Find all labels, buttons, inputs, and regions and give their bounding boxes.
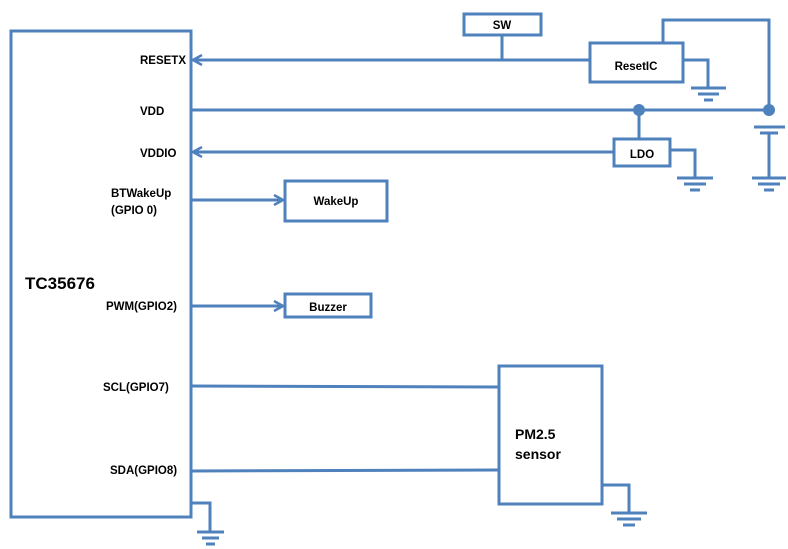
buzzer-label: Buzzer	[309, 302, 347, 314]
pin-label-sda: SDA(GPIO8)	[110, 465, 177, 477]
pm25-sensor-label-line1: PM2.5	[515, 426, 556, 442]
reset-ic-box	[588, 41, 685, 84]
reset-ic-block: ResetIC	[588, 41, 685, 84]
buzzer-box	[283, 292, 373, 319]
reset-ic-supply-wire	[661, 18, 771, 110]
ground-icon	[691, 86, 726, 102]
battery-icon	[754, 125, 785, 178]
wakeup-block: WakeUp	[283, 179, 389, 223]
pm25-sensor-block: PM2.5 sensor	[497, 364, 604, 506]
pin-label-pwm: PWM(GPIO2)	[106, 301, 177, 313]
pin-label-vdd: VDD	[140, 106, 164, 118]
ground-icon	[611, 511, 647, 527]
main-chip: TC35676	[9, 29, 193, 519]
main-chip-name: TC35676	[25, 274, 95, 293]
sw-box	[462, 12, 543, 37]
ground-icon	[752, 176, 786, 192]
ldo-block: LDO	[612, 137, 672, 168]
junction-dot	[763, 104, 775, 116]
pin-label-resetx: RESETX	[140, 55, 186, 67]
pin-label-btwakeup: BTWakeUp	[111, 188, 171, 200]
pm25-sensor-label-line2: sensor	[515, 446, 561, 462]
main-chip-outline	[9, 29, 193, 519]
buzzer-block: Buzzer	[283, 292, 373, 319]
sw-label: SW	[493, 20, 512, 32]
reset-ic-label: ResetIC	[615, 61, 658, 73]
chip-ground-wire	[191, 501, 212, 532]
ground-icon	[677, 176, 713, 192]
pm25-sensor-box	[497, 364, 604, 506]
ldo-label: LDO	[630, 149, 654, 161]
wakeup-label: WakeUp	[314, 196, 359, 208]
pin-label-scl: SCL(GPIO7)	[103, 382, 169, 394]
ldo-box	[612, 137, 672, 168]
sda-wire	[190, 468, 500, 473]
pin-label-gpio0: (GPIO 0)	[111, 205, 157, 217]
ldo-ground-wire	[670, 148, 697, 178]
wakeup-box	[283, 179, 389, 223]
sw-block: SW	[462, 12, 543, 37]
pin-label-vddio: VDDIO	[140, 148, 176, 160]
sensor-ground-wire	[602, 483, 631, 513]
ground-icon	[197, 530, 224, 546]
reset-ic-ground-wire	[683, 58, 710, 88]
scl-wire	[190, 384, 500, 389]
